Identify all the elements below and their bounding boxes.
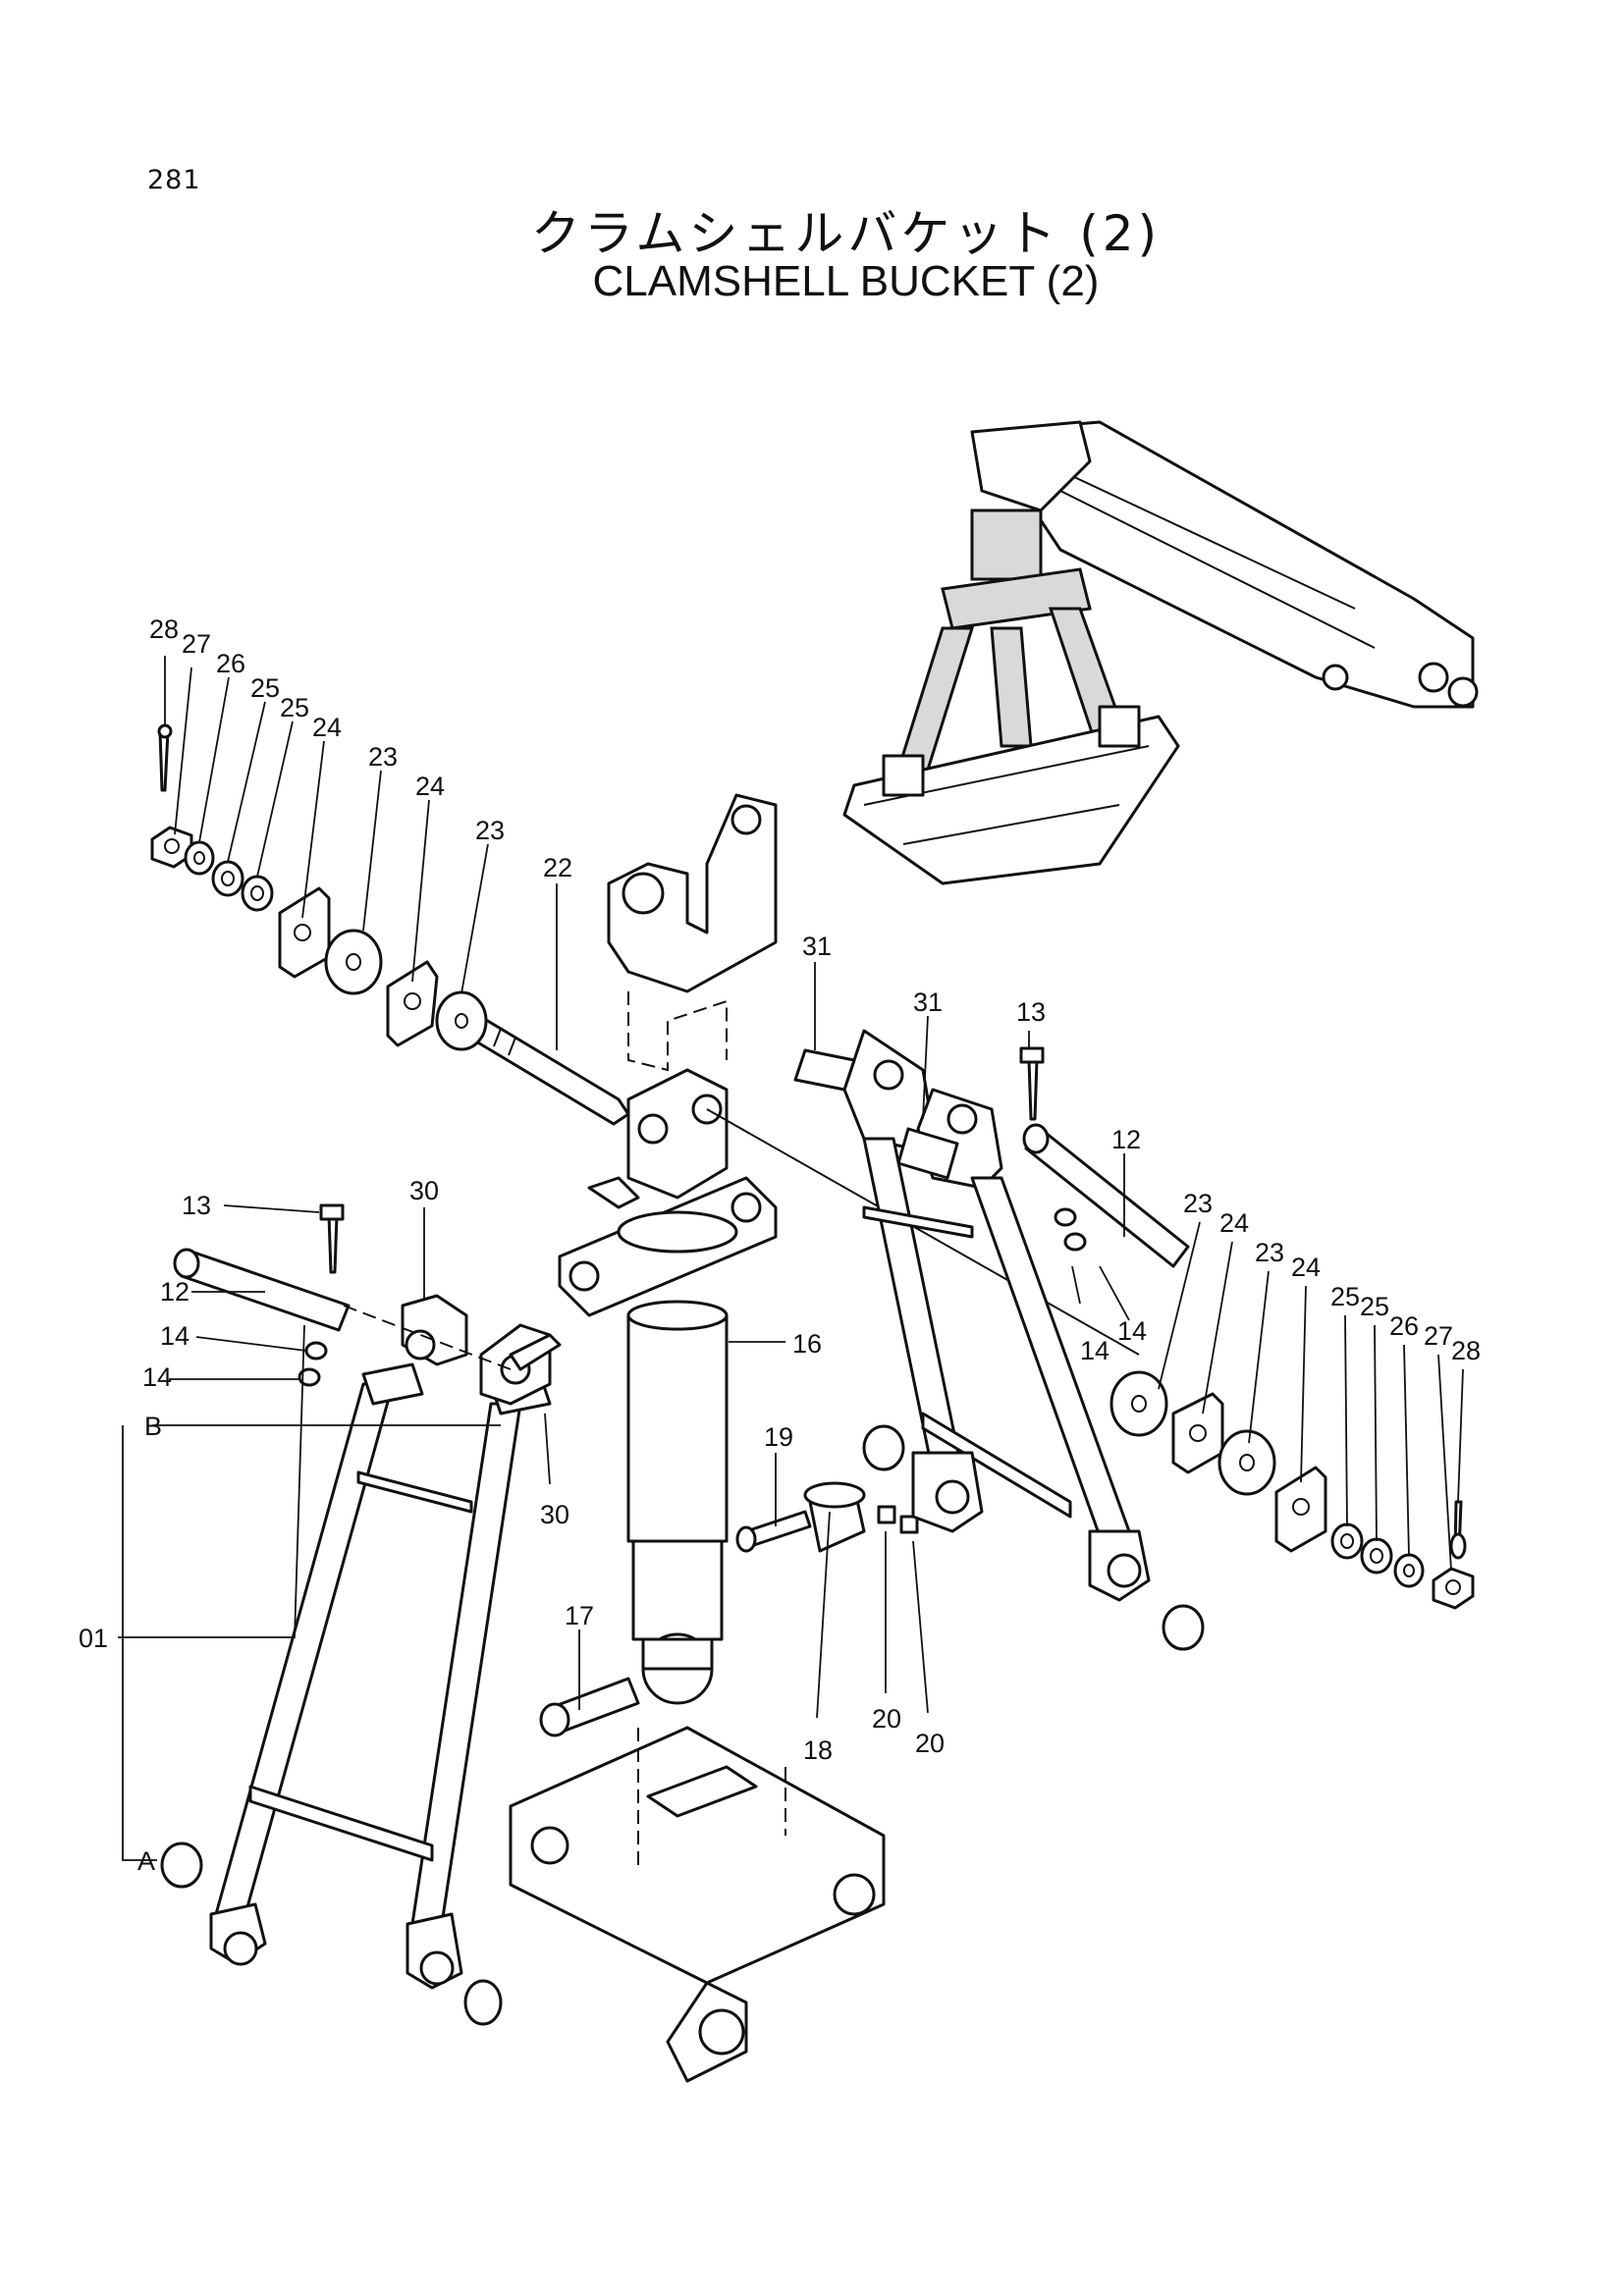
left-arm-01 [160, 1294, 562, 2026]
callout-28: 28 [1451, 1336, 1481, 1365]
right-arm-assembly [793, 1029, 1205, 1651]
callout-30: 30 [540, 1500, 569, 1529]
callout-14: 14 [1080, 1336, 1109, 1365]
callout-30: 30 [409, 1176, 439, 1205]
right-hardware-stack [1109, 1370, 1475, 1610]
upper-bracket [607, 793, 778, 1072]
callout-A: A [137, 1846, 155, 1876]
callout-31: 31 [913, 988, 943, 1017]
callout-labels: 28 27 26 25 25 24 23 24 23 22 31 31 13 1… [79, 614, 1481, 1876]
leader-lines [118, 656, 1464, 1861]
callout-24: 24 [312, 713, 342, 742]
callout-25: 25 [1360, 1292, 1389, 1321]
callout-23: 23 [368, 742, 398, 772]
callout-13: 13 [182, 1191, 211, 1220]
callout-01: 01 [79, 1624, 108, 1653]
overview-machine-illustration [842, 420, 1479, 885]
lower-frame [509, 1726, 886, 2083]
callout-23: 23 [1255, 1238, 1284, 1267]
callout-24: 24 [1291, 1253, 1321, 1282]
title-japanese: クラムシェルバケット (2) [530, 205, 1162, 262]
callout-12: 12 [160, 1277, 189, 1307]
title-english: CLAMSHELL BUCKET (2) [592, 257, 1100, 305]
callout-26: 26 [216, 649, 245, 678]
callout-23: 23 [1183, 1189, 1213, 1218]
callout-28: 28 [149, 614, 179, 644]
callout-20: 20 [872, 1704, 901, 1734]
callout-12: 12 [1111, 1125, 1141, 1154]
left-hardware-stack [150, 723, 488, 1051]
pin-17 [539, 1677, 640, 1737]
callout-20: 20 [915, 1729, 945, 1758]
callout-14: 14 [160, 1321, 189, 1351]
callout-18: 18 [803, 1735, 833, 1765]
callout-25: 25 [280, 693, 309, 722]
callout-17: 17 [565, 1601, 594, 1630]
hydraulic-cylinder-16 [558, 1176, 778, 1705]
callout-14: 14 [142, 1362, 172, 1392]
callout-14: 14 [1117, 1316, 1147, 1346]
callout-26: 26 [1389, 1311, 1419, 1341]
callout-24: 24 [415, 772, 445, 801]
pin-12-right [1019, 1046, 1190, 1268]
callout-27: 27 [1424, 1321, 1453, 1351]
callout-23: 23 [475, 816, 505, 845]
callout-31: 31 [802, 932, 832, 961]
callout-25: 25 [250, 673, 280, 703]
callout-22: 22 [543, 853, 572, 882]
callout-27: 27 [182, 629, 211, 659]
callout-24: 24 [1219, 1208, 1249, 1238]
callout-13: 13 [1016, 997, 1046, 1027]
pin-22-assembly [460, 1009, 1140, 1356]
callout-16: 16 [792, 1329, 822, 1359]
pin-12-left [173, 1203, 512, 1387]
callout-B: B [144, 1412, 162, 1441]
callout-19: 19 [764, 1422, 793, 1452]
page-number: 281 [147, 165, 201, 195]
callout-25: 25 [1330, 1282, 1360, 1311]
bushing-bolt-nut [735, 1481, 919, 1553]
